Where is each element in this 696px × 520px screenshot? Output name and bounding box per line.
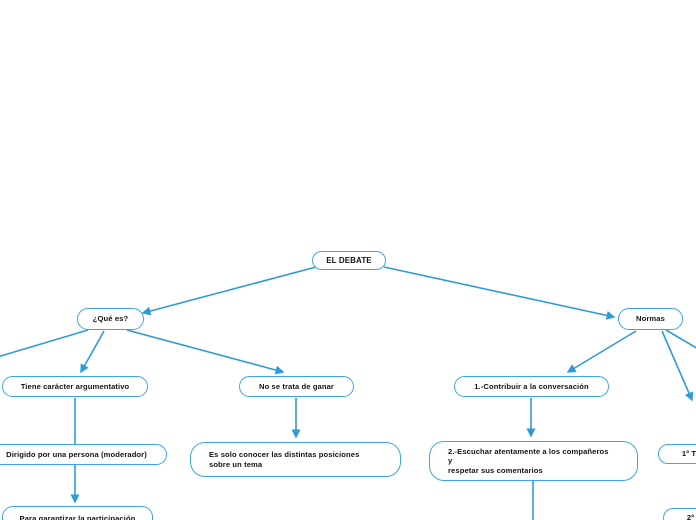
node-el-debate[interactable]: EL DEBATE [312,251,386,270]
node-es-solo-conocer[interactable]: Es solo conocer las distintas posiciones… [190,442,401,477]
edge-normas-offright [665,329,696,349]
node-tiene-caracter-argumentativo[interactable]: Tiene carácter argumentativo [2,376,148,397]
edge-que-es-argumentativo [80,330,105,374]
edge-normas-turno1 [661,330,694,402]
edge-root-normas [383,266,616,320]
node-normas[interactable]: Normas [618,308,683,330]
edge-que-es-offleft [0,329,89,358]
node-no-se-trata-de-ganar[interactable]: No se trata de ganar [239,376,354,397]
node-que-es[interactable]: ¿Qué es? [77,308,144,330]
node-para-garantizar-participacion[interactable]: Para garantizar la participación [2,506,153,520]
edge-root-que-es [141,266,317,316]
node-escuchar-companeros[interactable]: 2.-Escuchar atentamente a los compañeros… [429,441,638,481]
edge-que-es-no-ganar [126,329,285,375]
node-turno-2[interactable]: 2º T [663,508,696,520]
node-contribuir-conversacion[interactable]: 1.-Contribuir a la conversación [454,376,609,397]
node-dirigido-moderador[interactable]: Dirigido por una persona (moderador) [0,444,167,465]
edge-normas-contribuir [566,330,637,373]
node-turno-1[interactable]: 1º T [658,444,696,464]
